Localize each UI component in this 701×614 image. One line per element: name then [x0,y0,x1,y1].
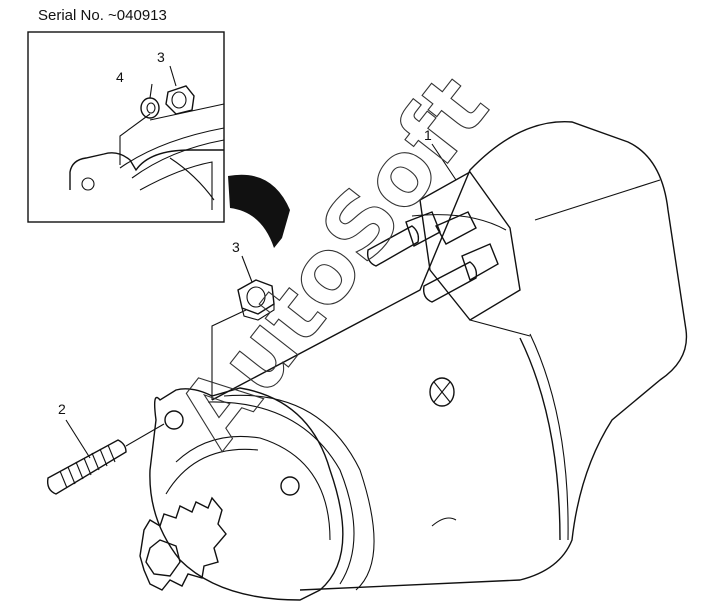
flange-bolt-hole-top [164,410,184,430]
terminal-posts [366,211,499,303]
watermark: AutoSoft [157,57,507,465]
serial-number-label: Serial No. ~040913 [38,7,167,24]
inset-detail: 4 3 [27,31,225,223]
drive-end-flange [139,387,375,601]
inset-flange [69,149,224,190]
stud-bolt [46,439,127,495]
callout-2: 2 [58,401,66,417]
lock-washer [140,97,160,119]
detail-arrow-icon [228,174,290,248]
pinion-hex-nut [145,539,181,577]
leader-2 [65,419,91,459]
pinion-gear [139,496,227,591]
leader-3-inset [169,65,177,87]
solenoid [419,171,521,321]
flange-bolt-hole-right [280,476,300,496]
leader-1 [431,143,457,181]
inset-frame [27,31,225,223]
starter-housing [211,121,688,591]
inset-nut [165,85,195,115]
main-nut [237,279,275,321]
callout-3-inset: 3 [157,49,165,65]
cross-head-screw [429,377,455,407]
leader-4 [149,83,153,99]
callout-3-main: 3 [232,239,240,255]
callout-4: 4 [116,69,124,85]
leader-3-main [241,255,253,283]
callout-1: 1 [424,127,432,143]
inset-bolt-hole [81,177,95,191]
